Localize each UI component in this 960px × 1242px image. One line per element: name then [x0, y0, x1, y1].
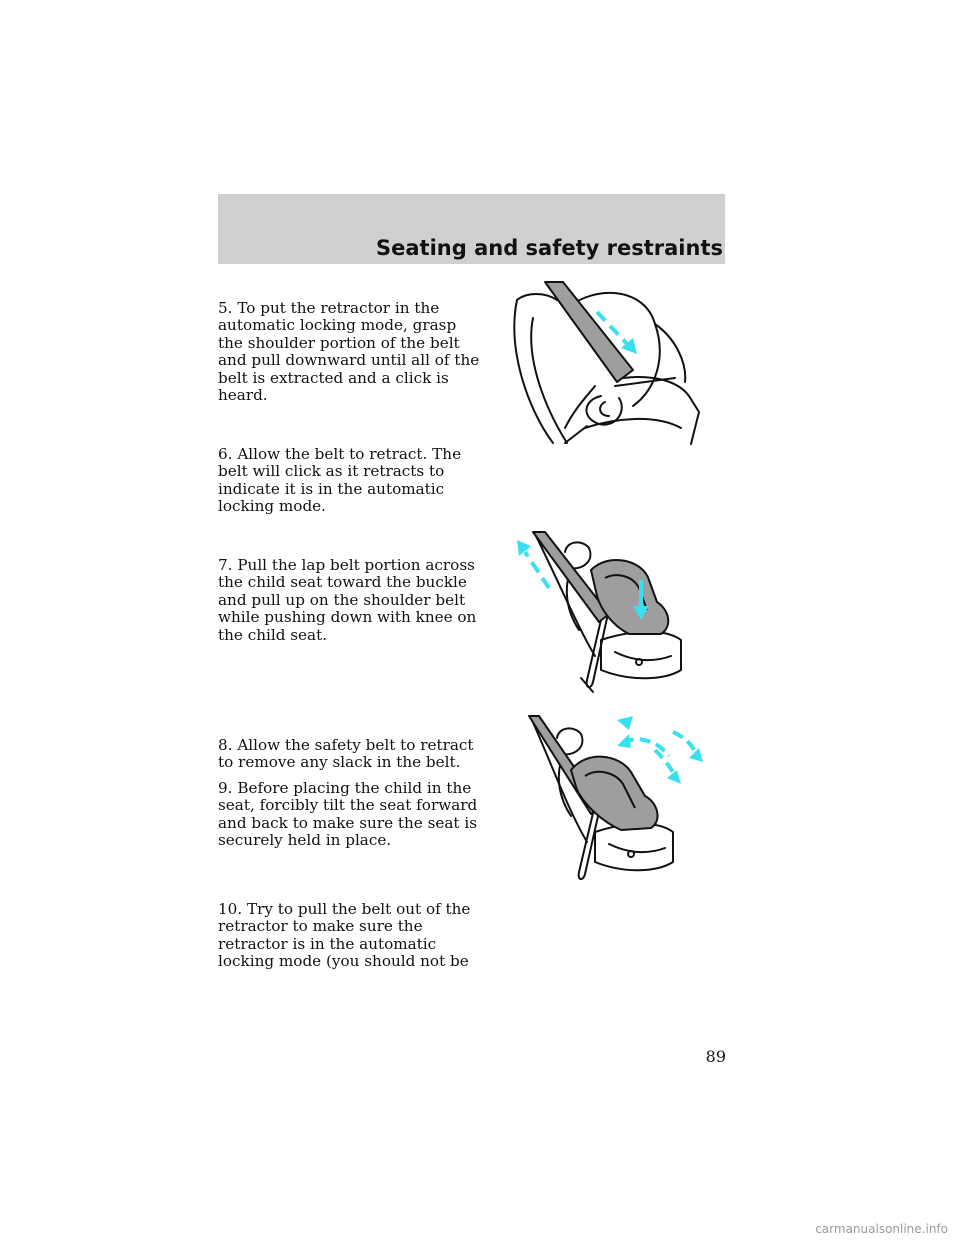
tilt-arrows-icon: [622, 730, 699, 777]
page-number: 89: [705, 1047, 726, 1066]
step-6-text: 6. Allow the belt to retract. The belt w…: [218, 445, 462, 516]
step-8-text: 8. Allow the safety belt to retract to r…: [218, 736, 474, 772]
step-9-text: 9. Before placing the child in the seat,…: [218, 779, 478, 850]
down-arrow-icon: [595, 310, 631, 348]
section-header-band: Seating and safety restraints: [218, 194, 725, 264]
section-title: Seating and safety restraints: [376, 236, 723, 260]
shoulder-belt-pull-illustration: [513, 281, 700, 445]
step-5-text: 5. To put the retractor in the automatic…: [218, 299, 480, 405]
child-seat-shell: [590, 558, 670, 635]
child-seat-tilt-illustration: [528, 715, 703, 880]
footer-watermark: carmanualsonline.info: [815, 1222, 948, 1236]
step-7-text: 7. Pull the lap belt portion across the …: [218, 556, 477, 644]
child-seat-tighten-illustration: [517, 531, 682, 693]
shoulder-belt: [544, 281, 634, 383]
up-arrow-icon: [523, 550, 551, 590]
child-seat-shell: [570, 755, 659, 831]
step-10-text: 10. Try to pull the belt out of the retr…: [218, 900, 471, 971]
